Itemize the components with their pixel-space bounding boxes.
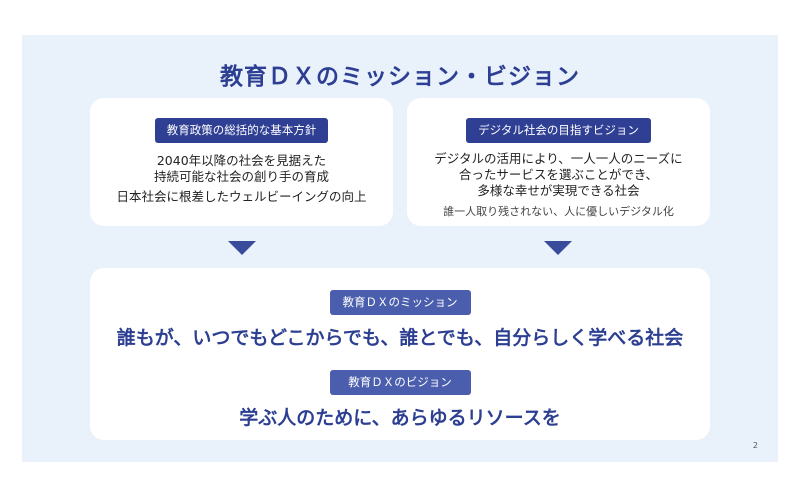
digital-vision-line: デジタルの活用により、一人一人のニーズに — [434, 151, 683, 166]
education-dx-card: 教育ＤＸのミッション 誰もが、いつでもどこからでも、誰とでも、自分らしく学べる社… — [90, 268, 710, 440]
mission-text: 誰もが、いつでもどこからでも、誰とでも、自分らしく学べる社会 — [116, 327, 684, 349]
digital-vision-sub: 誰一人取り残されない、人に優しいデジタル化 — [443, 205, 674, 218]
digital-vision-line: 合ったサービスを選ぶことができ、 — [458, 167, 659, 182]
arrow-down-icon — [544, 241, 572, 255]
digital-vision-line: 多様な幸せが実現できる社会 — [477, 183, 640, 198]
arrow-down-icon — [228, 241, 256, 255]
vision-text: 学ぶ人のために、あらゆるリソースを — [239, 407, 561, 429]
slide: 教育ＤＸのミッション・ビジョン 教育政策の総括的な基本方針 2040年以降の社会… — [22, 35, 778, 462]
policy-line: 2040年以降の社会を見据えた — [156, 153, 327, 168]
page-number: 2 — [752, 441, 758, 450]
policy-line: 持続可能な社会の創り手の育成 — [153, 169, 329, 184]
policy-badge: 教育政策の総括的な基本方針 — [154, 118, 329, 143]
slide-title: 教育ＤＸのミッション・ビジョン — [220, 64, 580, 90]
digital-vision-badge: デジタル社会の目指すビジョン — [466, 118, 651, 143]
policy-card: 教育政策の総括的な基本方針 2040年以降の社会を見据えた 持続可能な社会の創り… — [90, 98, 393, 226]
policy-line: 日本社会に根差したウェルビーイングの向上 — [116, 189, 367, 204]
mission-badge: 教育ＤＸのミッション — [329, 290, 471, 315]
vision-badge: 教育ＤＸのビジョン — [329, 370, 471, 395]
digital-vision-card: デジタル社会の目指すビジョン デジタルの活用により、一人一人のニーズに 合ったサ… — [407, 98, 710, 226]
